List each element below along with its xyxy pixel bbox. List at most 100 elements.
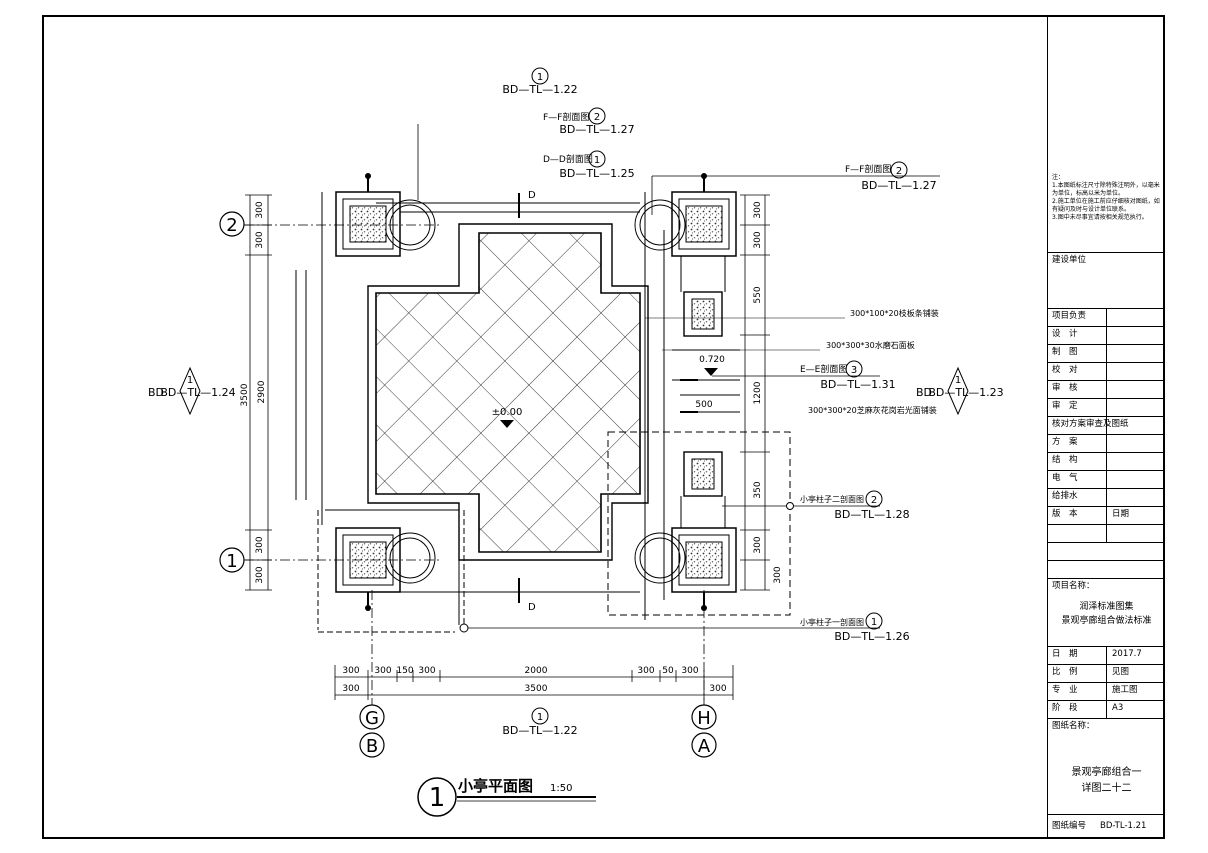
callout-right-sec-f-label: F—F剖面图 bbox=[845, 163, 891, 175]
dim-text: 2000 bbox=[525, 666, 548, 676]
callout-right-ref: BD 1 BD—TL—1.23 bbox=[916, 366, 1004, 416]
elevation-mark-side: 0.720 bbox=[699, 355, 725, 376]
dim-text: 1200 bbox=[753, 381, 763, 404]
dim-text: 300 bbox=[753, 536, 763, 553]
callout-right-bottom-code: BD—TL—1.26 bbox=[834, 630, 909, 643]
tb-info-label: 比 例 bbox=[1052, 667, 1078, 677]
tb-drawing-name-1: 景观亭廊组合一 bbox=[1071, 767, 1142, 778]
callout-bottom-ref-num: 1 bbox=[537, 712, 543, 723]
sheet-border bbox=[42, 15, 1165, 839]
elevation-mark-main: ±0.00 bbox=[492, 407, 523, 428]
tb-project-name-1: 润泽标准图集 bbox=[1079, 602, 1134, 612]
tb-row-label: 结 构 bbox=[1052, 455, 1078, 465]
tb-row-label: 核对方案审查及图纸 bbox=[1052, 419, 1129, 429]
tb-unit-label: 建设单位 bbox=[1052, 255, 1087, 265]
callout-top-ref: 1 BD—TL—1.22 bbox=[417, 67, 578, 200]
callout-top-sec-d-label: D—D剖面图 bbox=[543, 153, 593, 165]
dim-text: 50 bbox=[662, 666, 674, 676]
callout-right-ref-prefix: BD bbox=[916, 386, 932, 399]
column-top-right bbox=[634, 173, 737, 257]
note-item: 2.施工单位在施工前应仔细核对图纸，如有疑问及时与设计单位联系。 bbox=[1052, 198, 1160, 214]
callout-right-bottom-num: 1 bbox=[871, 617, 877, 628]
dim-text: 3500 bbox=[525, 684, 548, 694]
note-item: 1.本图纸标注尺寸除特殊注明外，以毫米为单位，标高以米为单位。 bbox=[1052, 182, 1160, 198]
axis-label-2: 2 bbox=[226, 215, 237, 236]
dim-text: 300 bbox=[681, 666, 698, 676]
tb-info-label: 阶 段 bbox=[1052, 703, 1078, 713]
tb-info-value: A3 bbox=[1112, 703, 1124, 713]
tb-sheet-label: 图纸编号 bbox=[1052, 821, 1087, 831]
section-d-top: D bbox=[528, 190, 536, 201]
tb-row-blank bbox=[1048, 542, 1165, 560]
tb-drawing-label: 图纸名称： bbox=[1052, 721, 1095, 731]
axis-label-b: B bbox=[366, 736, 378, 757]
tb-unit-row: 建设单位 bbox=[1048, 252, 1165, 308]
dim-text: 300 bbox=[255, 201, 265, 218]
dim-text: 300 bbox=[342, 666, 359, 676]
callout-right-sec-f-code: BD—TL—1.27 bbox=[861, 179, 936, 192]
dim-text: 2900 bbox=[257, 380, 267, 403]
tb-drawing-name-2: 详图二十二 bbox=[1081, 783, 1132, 794]
tb-row-label: 校 对 bbox=[1052, 365, 1078, 375]
dim-text: 300 bbox=[255, 566, 265, 583]
dim-text: 300 bbox=[753, 201, 763, 218]
dim-text: 300 bbox=[753, 231, 763, 248]
tb-row-value: 日期 bbox=[1112, 509, 1130, 519]
callout-right-ref-num: 1 bbox=[955, 375, 961, 386]
callout-top-ref-code: BD—TL—1.22 bbox=[502, 83, 577, 96]
dim-text: 300 bbox=[637, 666, 654, 676]
notes-label: 注： bbox=[1052, 174, 1065, 181]
tb-project-name-2: 景观亭廊组合做法标准 bbox=[1061, 616, 1152, 626]
tb-row-label: 设 计 bbox=[1052, 329, 1078, 339]
paving-area bbox=[367, 223, 649, 561]
note-item: 3.图中未尽事宜请按相关规范执行。 bbox=[1052, 214, 1148, 222]
callout-right-sec-f: F—F剖面图 2 BD—TL—1.27 bbox=[651, 161, 940, 215]
axis-bubbles bbox=[219, 211, 717, 758]
callout-left-ref-num: 1 bbox=[187, 375, 193, 386]
tb-sheet-no: BD-TL-1.21 bbox=[1100, 821, 1147, 831]
tb-project-label: 项目名称： bbox=[1052, 581, 1095, 591]
dim-text: 300 bbox=[773, 566, 783, 583]
tb-sheet-row: 图纸编号 BD-TL-1.21 bbox=[1048, 814, 1165, 838]
tb-row-label: 项目负责 bbox=[1052, 311, 1087, 321]
drawing-scale: 1:50 bbox=[550, 783, 572, 794]
dim-text: 150 bbox=[396, 666, 413, 676]
dim-text: 300 bbox=[709, 684, 726, 694]
callout-right-mid-num: 2 bbox=[871, 495, 877, 506]
section-d-bottom: D bbox=[528, 602, 536, 613]
callout-left-ref-code: BD—TL—1.24 bbox=[160, 386, 235, 399]
callout-sec-e: E—E剖面图 3 BD—TL—1.31 bbox=[712, 360, 896, 391]
tb-info-value: 见图 bbox=[1112, 667, 1130, 677]
dims-left: 300 300 3500 2900 300 300 bbox=[240, 201, 267, 583]
callout-right-ref-code: BD—TL—1.23 bbox=[928, 386, 1003, 399]
axis-label-1: 1 bbox=[226, 551, 237, 572]
tb-row-label: 制 图 bbox=[1052, 347, 1078, 357]
dim-text: 300 bbox=[374, 666, 391, 676]
tb-row-label: 审 定 bbox=[1052, 401, 1078, 411]
dim-text: 300 bbox=[342, 684, 359, 694]
material-notes: 300*100*20枝板条铺装 300*300*30水磨石面板 300*300*… bbox=[645, 308, 939, 415]
section-cut-d: D D bbox=[518, 190, 536, 613]
tb-info-label: 专 业 bbox=[1052, 685, 1078, 695]
tb-row-label: 给排水 bbox=[1052, 491, 1078, 501]
callout-sec-e-label: E—E剖面图 bbox=[800, 363, 847, 375]
dashed-region bbox=[607, 431, 791, 616]
callout-top-sec-d-code: BD—TL—1.25 bbox=[559, 167, 634, 180]
callout-top-sec-f-label: F—F剖面图 bbox=[543, 111, 589, 123]
column-bottom-right bbox=[634, 527, 737, 611]
material-note-2: 300*300*30水磨石面板 bbox=[826, 340, 915, 350]
axis-label-g: G bbox=[365, 708, 379, 729]
dims-right: 300 300 550 1200 350 300 300 bbox=[753, 201, 783, 583]
callout-right-mid-label: 小亭柱子二剖面图 bbox=[800, 494, 864, 504]
tb-drawing-row: 图纸名称： 景观亭廊组合一 详图二十二 bbox=[1048, 718, 1165, 814]
callout-left-ref-prefix: BD bbox=[148, 386, 164, 399]
dims-bottom-row-2: 300 3500 300 bbox=[342, 684, 726, 694]
dim-inner: 500 bbox=[695, 400, 712, 410]
column-mid-right-lower bbox=[680, 451, 726, 528]
elevation-main-text: ±0.00 bbox=[492, 407, 523, 418]
callout-top-sec-f-num: 2 bbox=[594, 112, 600, 123]
tb-info-value: 施工图 bbox=[1112, 685, 1138, 695]
dim-text: 3500 bbox=[240, 383, 250, 406]
callout-sec-e-num: 3 bbox=[851, 365, 857, 376]
